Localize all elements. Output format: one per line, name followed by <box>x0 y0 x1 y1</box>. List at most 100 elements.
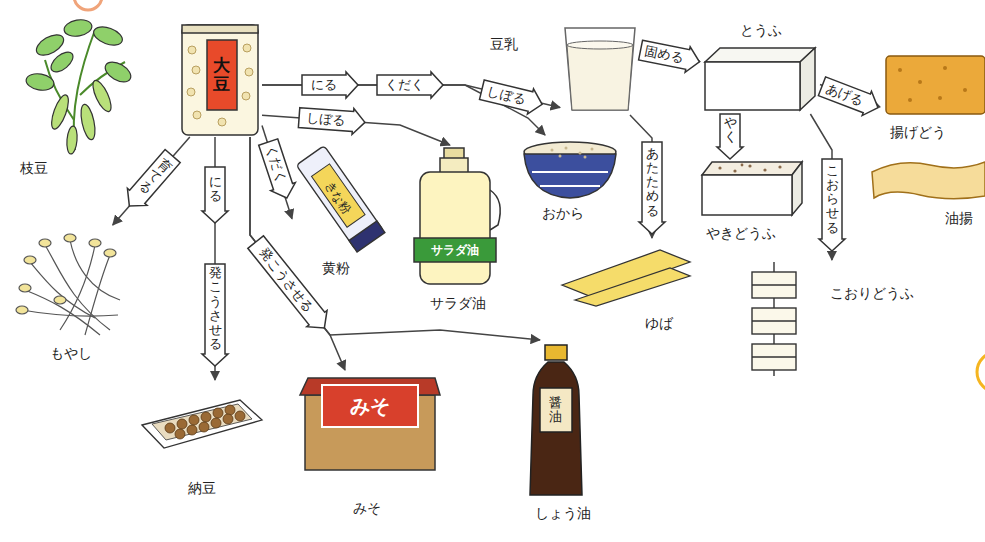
aburaage <box>872 162 985 199</box>
soy-milk-glass <box>567 45 633 110</box>
block-arrow: にる <box>302 72 358 98</box>
natto-tray <box>177 419 187 429</box>
natto-tray <box>187 425 197 435</box>
block-arrow-shape <box>717 114 743 159</box>
edamame-illustration <box>25 18 134 155</box>
product-node: 油揚 <box>870 155 983 230</box>
okara-bowl <box>551 149 554 152</box>
grilled-tofu <box>702 175 792 215</box>
okara-bowl <box>524 154 616 198</box>
natto-tray <box>201 412 211 422</box>
fried-tofu <box>886 56 985 114</box>
product-node: 納豆 <box>138 380 263 500</box>
edamame-illustration <box>48 93 72 131</box>
natto-tray <box>175 429 185 439</box>
product-node: おから <box>522 135 618 227</box>
package-label: 醤油 <box>549 396 562 425</box>
block-arrow-shape <box>377 72 443 98</box>
tofu-block <box>705 62 800 110</box>
grilled-tofu <box>792 162 802 215</box>
miso-container <box>322 385 418 427</box>
product-name: 黄粉 <box>322 260 350 277</box>
product-node: 大豆 <box>180 22 262 137</box>
product-node: 枝豆 <box>15 15 135 180</box>
bean-sprouts <box>16 306 28 314</box>
block-arrow: 発こうさせる <box>245 234 334 336</box>
frozen-tofu <box>752 320 796 321</box>
grilled-tofu <box>702 162 802 175</box>
product-node: サラダ油サラダ油 <box>410 145 505 315</box>
grilled-tofu <box>763 168 766 171</box>
frozen-tofu <box>752 262 796 376</box>
process-label: にる <box>209 175 222 204</box>
product-name: もやし <box>50 345 92 362</box>
block-arrow-shape <box>819 159 845 251</box>
grilled-tofu <box>733 169 736 172</box>
grilled-tofu <box>741 164 744 167</box>
block-arrow: 育てる <box>120 148 183 215</box>
kinako-package <box>349 221 385 252</box>
edamame-illustration <box>48 48 77 75</box>
soybean-package <box>182 25 258 135</box>
edamame-illustration <box>102 58 134 86</box>
tofu-block <box>705 48 815 62</box>
fried-tofu <box>943 66 947 70</box>
package-label: みそ <box>350 394 390 418</box>
soybean-package <box>218 118 226 126</box>
natto-tray <box>152 404 252 440</box>
process-label: 発こうさせる <box>209 266 222 352</box>
grilled-tofu <box>748 164 751 167</box>
fried-tofu <box>898 66 967 102</box>
okara-bowl <box>551 147 594 159</box>
process-label: 発こうさせる <box>256 246 316 316</box>
soy-sauce-bottle <box>540 388 572 432</box>
bean-sprouts <box>19 284 31 292</box>
process-label: くだく <box>385 78 424 92</box>
frozen-tofu <box>752 344 796 370</box>
fried-tofu <box>886 56 985 114</box>
fried-tofu <box>918 80 922 84</box>
block-arrow-shape <box>202 167 228 223</box>
soy-milk-glass <box>565 28 635 110</box>
yuba-sheets <box>575 268 690 306</box>
bean-sprouts <box>30 262 95 318</box>
product-node: やきどうふ <box>698 155 804 245</box>
bean-sprouts <box>64 234 76 242</box>
natto-tray <box>223 414 233 424</box>
block-arrow-shape <box>298 105 366 136</box>
yuba-sheets <box>562 250 690 306</box>
salad-oil-bottle <box>414 238 496 262</box>
package-label: サラダ油 <box>431 243 479 257</box>
process-arrow <box>250 137 540 340</box>
bean-sprouts <box>24 256 36 264</box>
block-arrow: しぼる <box>298 105 366 136</box>
tofu-block <box>705 48 815 110</box>
decor-circle <box>74 0 102 10</box>
soybean-package <box>187 88 195 96</box>
salad-oil-bottle <box>490 190 500 230</box>
grilled-tofu <box>778 165 781 168</box>
product-name: サラダ油 <box>430 295 486 312</box>
block-arrow-shape <box>639 142 665 234</box>
okara-bowl <box>579 152 582 155</box>
bean-sprouts <box>104 249 116 257</box>
natto-tray <box>142 400 262 448</box>
aburaage <box>872 162 985 199</box>
product-name: 枝豆 <box>20 160 48 177</box>
block-arrow: あたためる <box>639 142 665 234</box>
product-name: 揚げどう <box>890 124 946 141</box>
soybean-package <box>192 66 200 74</box>
frozen-tofu <box>752 308 796 334</box>
edamame-illustration <box>66 126 78 155</box>
soybean-package <box>182 25 258 33</box>
edamame-illustration <box>25 72 55 93</box>
edamame-illustration <box>78 103 97 141</box>
block-arrow-shape <box>255 138 298 202</box>
fried-tofu <box>898 68 902 72</box>
product-name: こおりどうふ <box>830 285 914 302</box>
bean-sprouts <box>16 234 116 314</box>
natto-tray <box>225 405 235 415</box>
kinako-package <box>296 146 385 252</box>
block-arrow: くだく <box>377 72 443 98</box>
soy-milk-glass <box>567 41 633 49</box>
